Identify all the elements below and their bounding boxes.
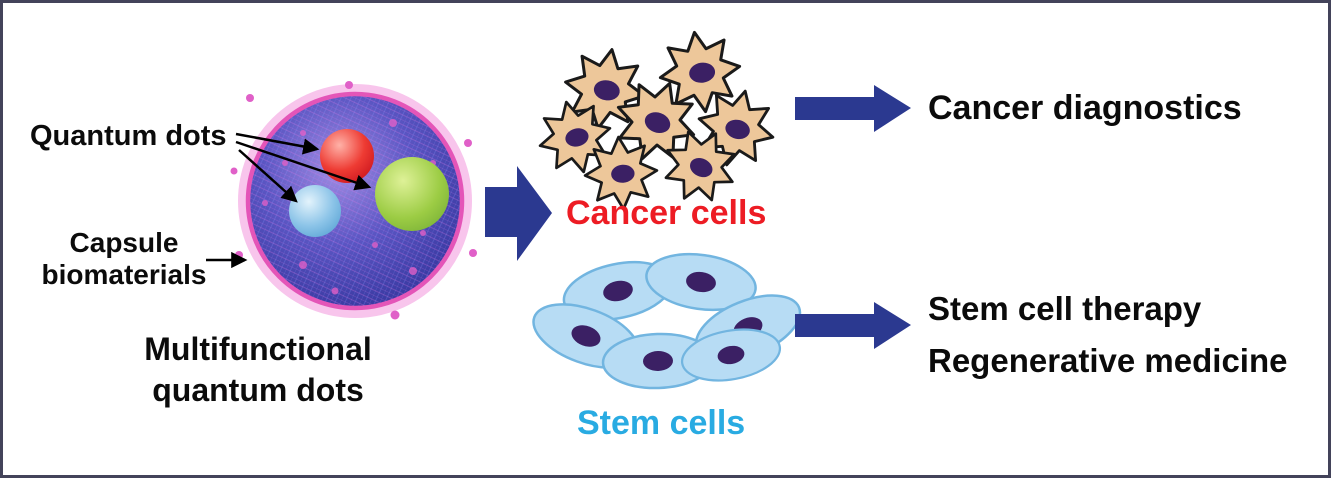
- stem-cells-cluster: [523, 246, 811, 392]
- quantum-dot-arrows: [235, 132, 372, 203]
- capsule-line1: Capsule: [69, 227, 179, 258]
- multifunctional-line2: quantum dots: [152, 371, 364, 408]
- green-quantum-dot: [375, 157, 449, 231]
- quantum-dots-label: Quantum dots: [30, 120, 227, 152]
- sphere-specks: [262, 119, 436, 295]
- capsule-line2: biomaterials: [41, 259, 207, 291]
- multifunctional-line1: Multifunctional: [144, 331, 372, 367]
- cancer-diagnostics-label: Cancer diagnostics: [928, 89, 1242, 127]
- stem-therapy-arrow: [795, 302, 911, 349]
- blue-quantum-dot: [289, 185, 341, 237]
- capsule-sphere: [230, 81, 477, 320]
- diagram-art: [206, 25, 911, 392]
- cancer-diagnostics-arrow: [795, 85, 911, 132]
- stem-cell-therapy-label: Stem cell therapy: [928, 290, 1202, 327]
- capsule-biomaterials-label: Capsule biomaterials: [31, 227, 217, 292]
- cancer-cells-label: Cancer cells: [566, 194, 767, 232]
- red-quantum-dot: [320, 129, 374, 183]
- stem-therapy-labels: Stem cell therapy Regenerative medicine: [928, 283, 1288, 387]
- main-flow-arrow: [485, 166, 552, 261]
- regenerative-medicine-label: Regenerative medicine: [928, 342, 1288, 380]
- stem-cells-label: Stem cells: [577, 404, 746, 442]
- cancer-cells-cluster: [530, 25, 784, 216]
- multifunctional-quantum-dots-label: Multifunctional quantum dots: [91, 329, 425, 411]
